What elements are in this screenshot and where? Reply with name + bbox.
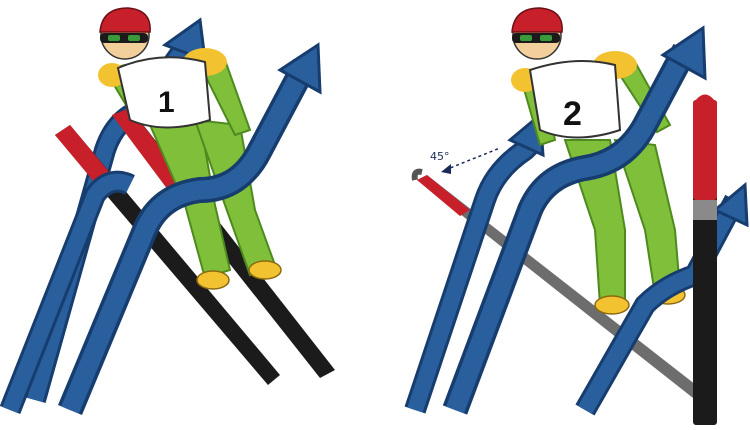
bib-number: 1 [158, 86, 175, 119]
bib-number: 2 [563, 95, 582, 133]
jumper-illustration-1: 1 [0, 0, 375, 430]
jumper-illustration-2: 2 45° [375, 0, 750, 430]
right-ski [693, 95, 717, 426]
ski-jump-figure-1: 1 [0, 0, 375, 430]
angle-label: 45° [430, 150, 450, 163]
ski-jump-figure-2: 2 45° [375, 0, 750, 430]
